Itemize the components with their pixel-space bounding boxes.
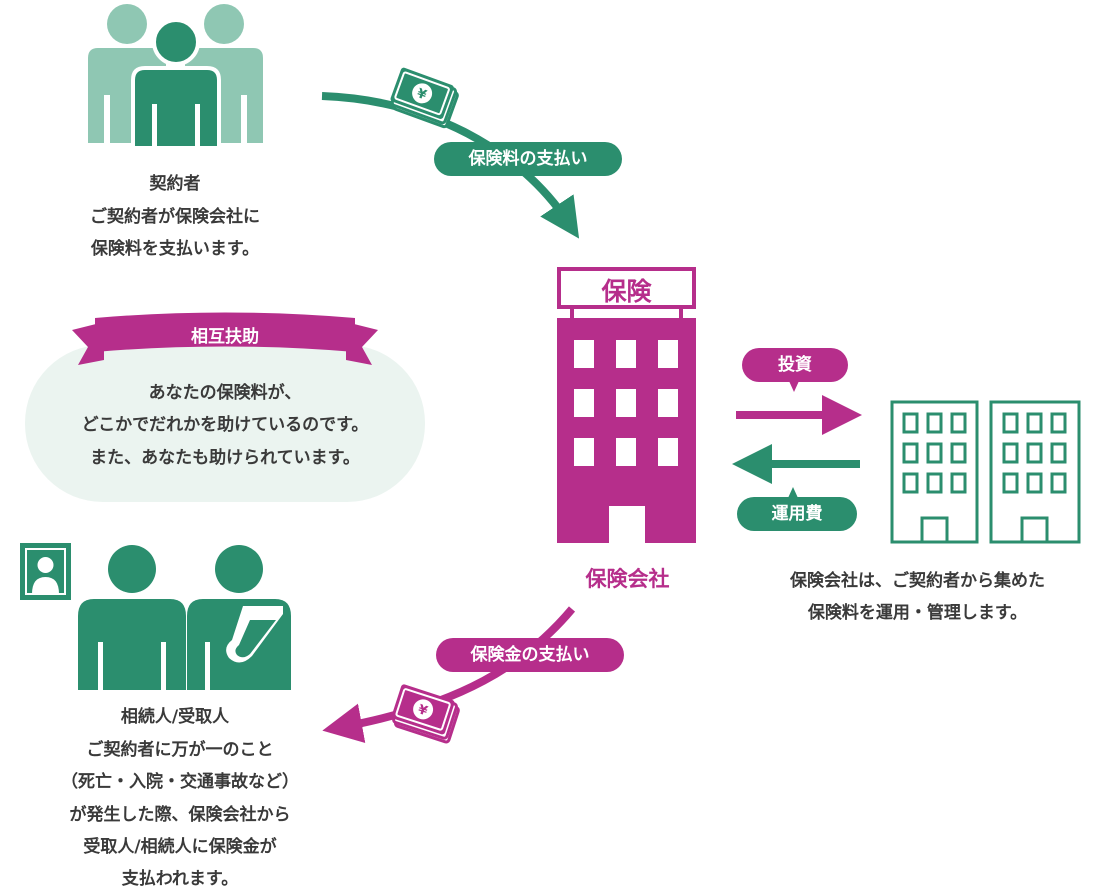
contractor-group-icon [88,4,263,150]
premium-payment-arrow [321,92,580,239]
insurance-company-label: 保険会社 [585,567,670,591]
money-icon-bottom: ¥ [391,684,460,744]
contractor-line-1: ご契約者が保険会社に [90,207,260,227]
beneficiary-line-2: （死亡・入院・交通事故など） [61,772,299,793]
beneficiary-person-icon [78,545,186,690]
insurance-building-icon [557,267,696,543]
investment-pill: 投資 [742,348,848,382]
mutual-aid-line-2: どこかでだれかを助けているのです。 [81,415,369,436]
insurer-line-2: 保険料を運用・管理します。 [807,603,1028,624]
operating-cost-pill-pointer [788,487,798,498]
insurance-sign-text: 保険 [601,277,652,306]
contractor-description: ご契約者が保険会社に 保険料を支払います。 [40,201,310,266]
beneficiary-line-4: 受取人/相続人に保険金が [83,836,277,857]
investment-buildings-icon [890,400,1081,544]
premium-payment-pill: 保険料の支払い [434,142,622,176]
beneficiary-line-1: ご契約者に万が一のこと [86,740,274,760]
memorial-portrait-icon [20,543,71,600]
investment-pill-pointer [789,381,799,392]
money-icon-top: ¥ [390,67,459,129]
beneficiary-title: 相続人/受取人 [120,707,230,727]
claim-payment-arrow [322,606,576,743]
beneficiary-line-5: 支払われます。 [121,869,239,890]
mutual-aid-bubble [25,345,425,502]
mutual-aid-line-3: また、あなたも助けられています。 [90,447,360,468]
beneficiary-description: ご契約者に万が一のこと （死亡・入院・交通事故など） が発生した際、保険会社から… [20,734,340,895]
contractor-line-2: 保険料を支払います。 [90,239,260,260]
contractor-title: 契約者 [149,174,201,194]
mutual-aid-description: あなたの保険料が、 どこかでだれかを助けているのです。 また、あなたも助けられて… [25,377,425,474]
insurer-line-1: 保険会社は、ご契約者から集めた [790,571,1045,591]
mutual-aid-ribbon [72,312,378,365]
beneficiary-line-3: が発生した際、保険会社から [69,804,291,825]
mutual-aid-title: 相互扶助 [191,327,259,347]
claim-payment-pill: 保険金の支払い [436,638,624,672]
operating-cost-pill: 運用費 [737,497,857,531]
mutual-aid-line-1: あなたの保険料が、 [148,383,302,403]
insurer-description: 保険会社は、ご契約者から集めた 保険料を運用・管理します。 [740,565,1095,630]
injured-person-icon [187,545,291,690]
svg-text:¥: ¥ [416,702,429,719]
